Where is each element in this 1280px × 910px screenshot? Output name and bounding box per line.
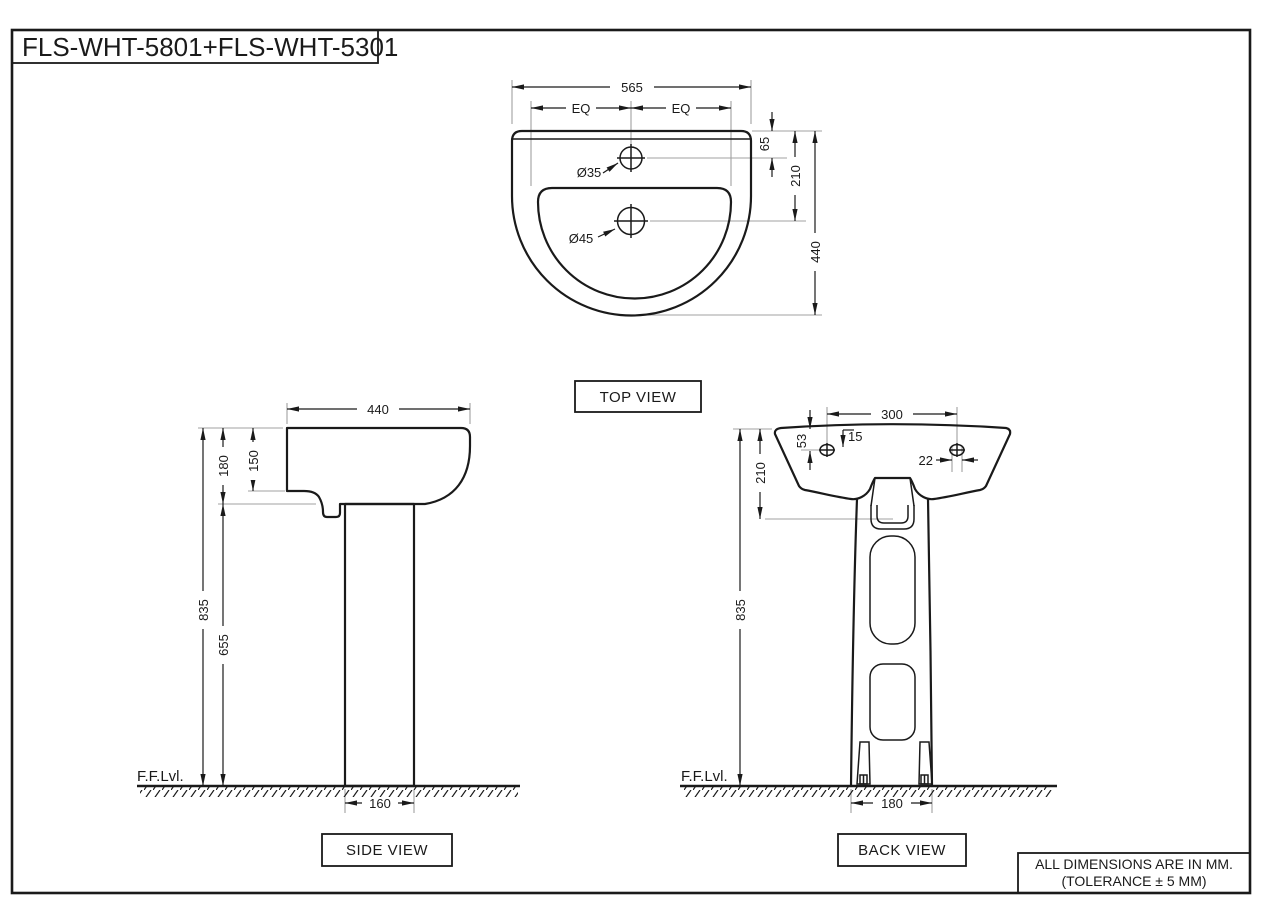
back-view-floor-label: F.F.Lvl. bbox=[681, 768, 728, 785]
back-view-floor-hatch bbox=[683, 787, 1053, 797]
svg-text:440: 440 bbox=[808, 241, 823, 263]
dim-back-hole-spacing: 300 bbox=[827, 406, 957, 422]
svg-text:53: 53 bbox=[794, 434, 809, 448]
side-view-basin-outline bbox=[285, 426, 472, 519]
svg-text:835: 835 bbox=[196, 599, 211, 621]
svg-text:300: 300 bbox=[881, 407, 903, 422]
svg-text:EQ: EQ bbox=[572, 101, 591, 116]
dim-top-overall-depth: 440 bbox=[807, 131, 823, 315]
svg-text:Ø35: Ø35 bbox=[577, 165, 602, 180]
dim-top-eq-left: EQ bbox=[531, 100, 631, 116]
back-view-pedestal-recess bbox=[869, 535, 916, 645]
dim-top-tap-hole-setback: 65 bbox=[757, 112, 775, 177]
dim-side-rim-to-floor: 655 bbox=[215, 504, 231, 786]
label-waste-hole-dia: Ø45 bbox=[569, 228, 616, 246]
title-block: FLS-WHT-5801+FLS-WHT-5301 bbox=[11, 29, 398, 64]
back-view-funnel-left bbox=[870, 477, 876, 507]
dim-top-overall-width: 565 bbox=[512, 79, 751, 95]
side-view-floor-hatch bbox=[140, 787, 518, 797]
fixing-hole-left-symbol bbox=[819, 443, 835, 457]
back-view-label: BACK VIEW bbox=[837, 833, 967, 867]
dim-side-rim-to-apron: 150 bbox=[245, 428, 261, 491]
back-view-pedestal-cutout bbox=[869, 663, 916, 741]
svg-text:EQ: EQ bbox=[672, 101, 691, 116]
back-view: 300 53 15 22 210 bbox=[680, 406, 1057, 867]
top-view-bowl-outline bbox=[536, 186, 733, 300]
waste-hole-symbol bbox=[614, 204, 648, 238]
side-view: 440 835 180 655 bbox=[137, 401, 520, 867]
svg-text:160: 160 bbox=[369, 796, 391, 811]
back-view-pedestal-feet bbox=[856, 741, 933, 785]
dim-back-hole-edge: 22 bbox=[919, 453, 978, 468]
svg-text:TOP VIEW: TOP VIEW bbox=[600, 389, 677, 406]
note-line-1: ALL DIMENSIONS ARE IN MM. bbox=[1035, 856, 1233, 872]
svg-text:210: 210 bbox=[753, 462, 768, 484]
back-view-basin-outline bbox=[773, 423, 1012, 501]
back-view-slot-inner bbox=[876, 505, 909, 524]
back-view-funnel-right bbox=[909, 477, 915, 507]
dim-side-overall-height: 835 bbox=[195, 428, 211, 786]
tap-hole-symbol bbox=[617, 144, 645, 172]
top-view-label: TOP VIEW bbox=[574, 380, 702, 413]
svg-text:150: 150 bbox=[246, 450, 261, 472]
dim-back-overall-height: 835 bbox=[732, 429, 748, 786]
dim-side-pedestal-base: 160 bbox=[345, 795, 414, 811]
label-tap-hole-dia: Ø35 bbox=[577, 162, 619, 180]
back-view-slot-outer bbox=[870, 505, 915, 530]
dim-back-basin-height: 210 bbox=[752, 429, 768, 519]
dimension-note-block: ALL DIMENSIONS ARE IN MM. (TOLERANCE ± 5… bbox=[1017, 852, 1251, 894]
top-view-basin-outline bbox=[510, 129, 753, 317]
svg-text:565: 565 bbox=[621, 80, 643, 95]
fixing-hole-right-symbol bbox=[949, 443, 965, 457]
svg-text:15: 15 bbox=[848, 429, 862, 444]
side-view-floor-label: F.F.Lvl. bbox=[137, 768, 184, 785]
svg-text:655: 655 bbox=[216, 634, 231, 656]
svg-text:65: 65 bbox=[757, 137, 772, 151]
back-view-pedestal-left-edge bbox=[849, 497, 859, 788]
side-view-label: SIDE VIEW bbox=[321, 833, 453, 867]
drawing-title: FLS-WHT-5801+FLS-WHT-5301 bbox=[22, 32, 398, 62]
dim-top-eq-right: EQ bbox=[631, 100, 731, 116]
dim-back-pedestal-base: 180 bbox=[851, 795, 932, 811]
back-view-pedestal-right-edge bbox=[926, 497, 934, 788]
top-view: 565 EQ EQ 65 210 bbox=[510, 79, 823, 413]
svg-text:440: 440 bbox=[367, 402, 389, 417]
svg-text:Ø45: Ø45 bbox=[569, 231, 594, 246]
svg-text:180: 180 bbox=[216, 455, 231, 477]
note-line-2: (TOLERANCE ± 5 MM) bbox=[1061, 873, 1206, 889]
svg-text:SIDE VIEW: SIDE VIEW bbox=[346, 842, 428, 859]
svg-text:22: 22 bbox=[919, 453, 933, 468]
dim-back-hole-drop: 53 bbox=[794, 410, 813, 470]
side-view-pedestal-outline bbox=[343, 502, 416, 788]
dim-back-hole-inset: 15 bbox=[840, 429, 862, 447]
svg-text:180: 180 bbox=[881, 796, 903, 811]
sheet-border bbox=[10, 28, 1252, 895]
svg-text:210: 210 bbox=[788, 165, 803, 187]
svg-text:835: 835 bbox=[733, 599, 748, 621]
dim-side-basin-depth: 440 bbox=[287, 401, 470, 417]
dim-side-basin-height: 180 bbox=[215, 428, 231, 504]
svg-text:BACK VIEW: BACK VIEW bbox=[858, 842, 946, 859]
dim-top-waste-hole-setback: 210 bbox=[787, 131, 803, 221]
